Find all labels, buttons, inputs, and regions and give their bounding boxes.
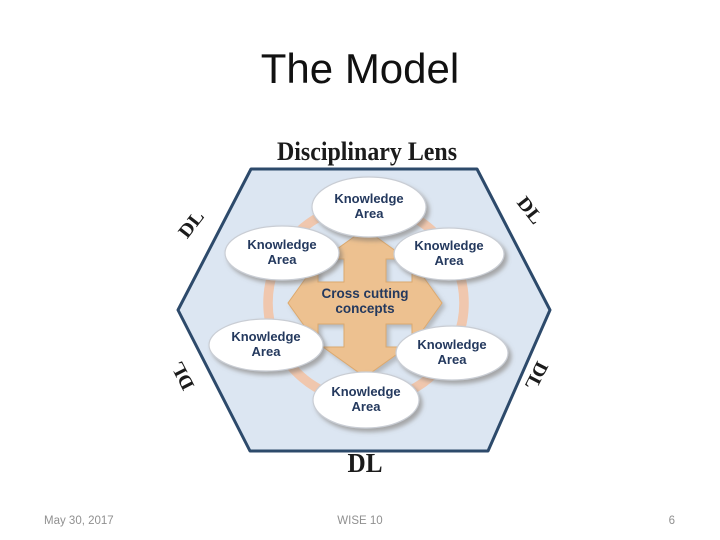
knowledge-area-label: Knowledge <box>231 329 300 344</box>
knowledge-area-ellipse <box>208 318 324 372</box>
footer-date: May 30, 2017 <box>44 515 114 527</box>
dl-label-lower-left: DL <box>167 358 199 393</box>
cross-cutting-label-line1: Cross cutting <box>321 286 408 301</box>
knowledge-area-upper-left: Knowledge Area <box>224 225 340 281</box>
dl-label-bottom: DL <box>348 448 383 478</box>
knowledge-area-label: Area <box>355 206 385 221</box>
footer-center: WISE 10 <box>337 515 382 527</box>
knowledge-area-label: Knowledge <box>331 384 400 399</box>
dl-label-upper-left: DL <box>174 207 208 243</box>
knowledge-area-label: Knowledge <box>417 337 486 352</box>
knowledge-area-ellipse <box>395 325 509 381</box>
knowledge-area-label: Area <box>352 399 382 414</box>
knowledge-area-label: Area <box>268 252 298 267</box>
knowledge-area-label: Knowledge <box>414 238 483 253</box>
dl-label-upper-right: DL <box>512 193 546 229</box>
knowledge-area-upper-right: Knowledge Area <box>393 227 505 281</box>
knowledge-area-ellipse <box>312 371 420 429</box>
knowledge-area-top: Knowledge Area <box>311 176 427 238</box>
knowledge-area-label: Knowledge <box>334 191 403 206</box>
knowledge-area-ellipse <box>311 176 427 238</box>
footer-page-number: 6 <box>669 515 675 527</box>
knowledge-area-label: Area <box>252 344 282 359</box>
cross-cutting-label-line2: concepts <box>335 301 394 316</box>
knowledge-area-label: Knowledge <box>247 237 316 252</box>
knowledge-area-lower-right: Knowledge Area <box>395 325 509 381</box>
disciplinary-lens-label: Disciplinary Lens <box>277 137 457 166</box>
slide-title: The Model <box>261 45 459 92</box>
knowledge-area-label: Area <box>435 253 465 268</box>
knowledge-area-ellipse <box>224 225 340 281</box>
knowledge-area-ellipse <box>393 227 505 281</box>
knowledge-area-bottom: Knowledge Area <box>312 371 420 429</box>
knowledge-area-label: Area <box>438 352 468 367</box>
knowledge-area-lower-left: Knowledge Area <box>208 318 324 372</box>
